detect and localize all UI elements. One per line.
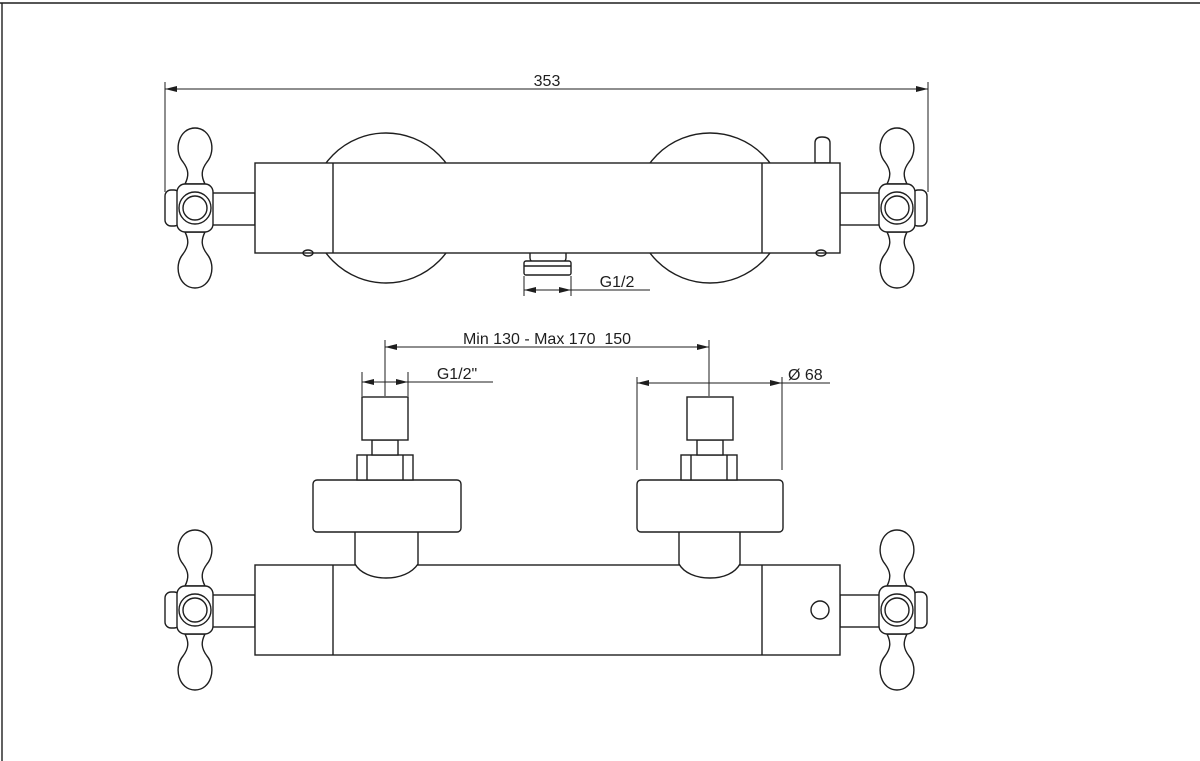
mixer-body-plan: [254, 564, 841, 656]
right-cross-handle-plan: [878, 529, 928, 691]
body-foot-left: [302, 249, 314, 257]
right-cross-handle: [878, 127, 928, 289]
dimension-flange-diameter: Ø 68: [636, 367, 830, 470]
inlet-spacing-label: Min 130 - Max 170 150: [463, 331, 631, 348]
body-foot-right: [815, 249, 827, 257]
flange-diameter-label: Ø 68: [788, 367, 823, 384]
right-inlet-connection: [636, 396, 784, 579]
dimension-inlet-thread: G1/2": [361, 366, 493, 396]
inlet-thread-label: G1/2": [437, 366, 477, 383]
front-elevation-view: [164, 127, 928, 289]
left-inlet-connection: [312, 396, 462, 579]
top-plan-view: [164, 396, 928, 691]
mixer-body: [254, 162, 841, 254]
left-handle-stub: [211, 192, 256, 226]
right-handle-stub: [839, 192, 881, 226]
overall-width-label: 353: [534, 73, 561, 90]
right-handle-stub-plan: [839, 594, 881, 628]
left-cross-handle: [164, 127, 214, 289]
top-pin: [814, 136, 831, 164]
dimension-overall-width: 353: [164, 73, 929, 192]
left-handle-stub-plan: [211, 594, 256, 628]
outlet-thread-label: G1/2: [600, 274, 635, 291]
dimension-outlet-thread: G1/2: [523, 274, 650, 296]
left-cross-handle-plan: [164, 529, 214, 691]
body-indicator-hole: [810, 600, 830, 620]
dimension-inlet-spacing: Min 130 - Max 170 150: [384, 331, 710, 396]
